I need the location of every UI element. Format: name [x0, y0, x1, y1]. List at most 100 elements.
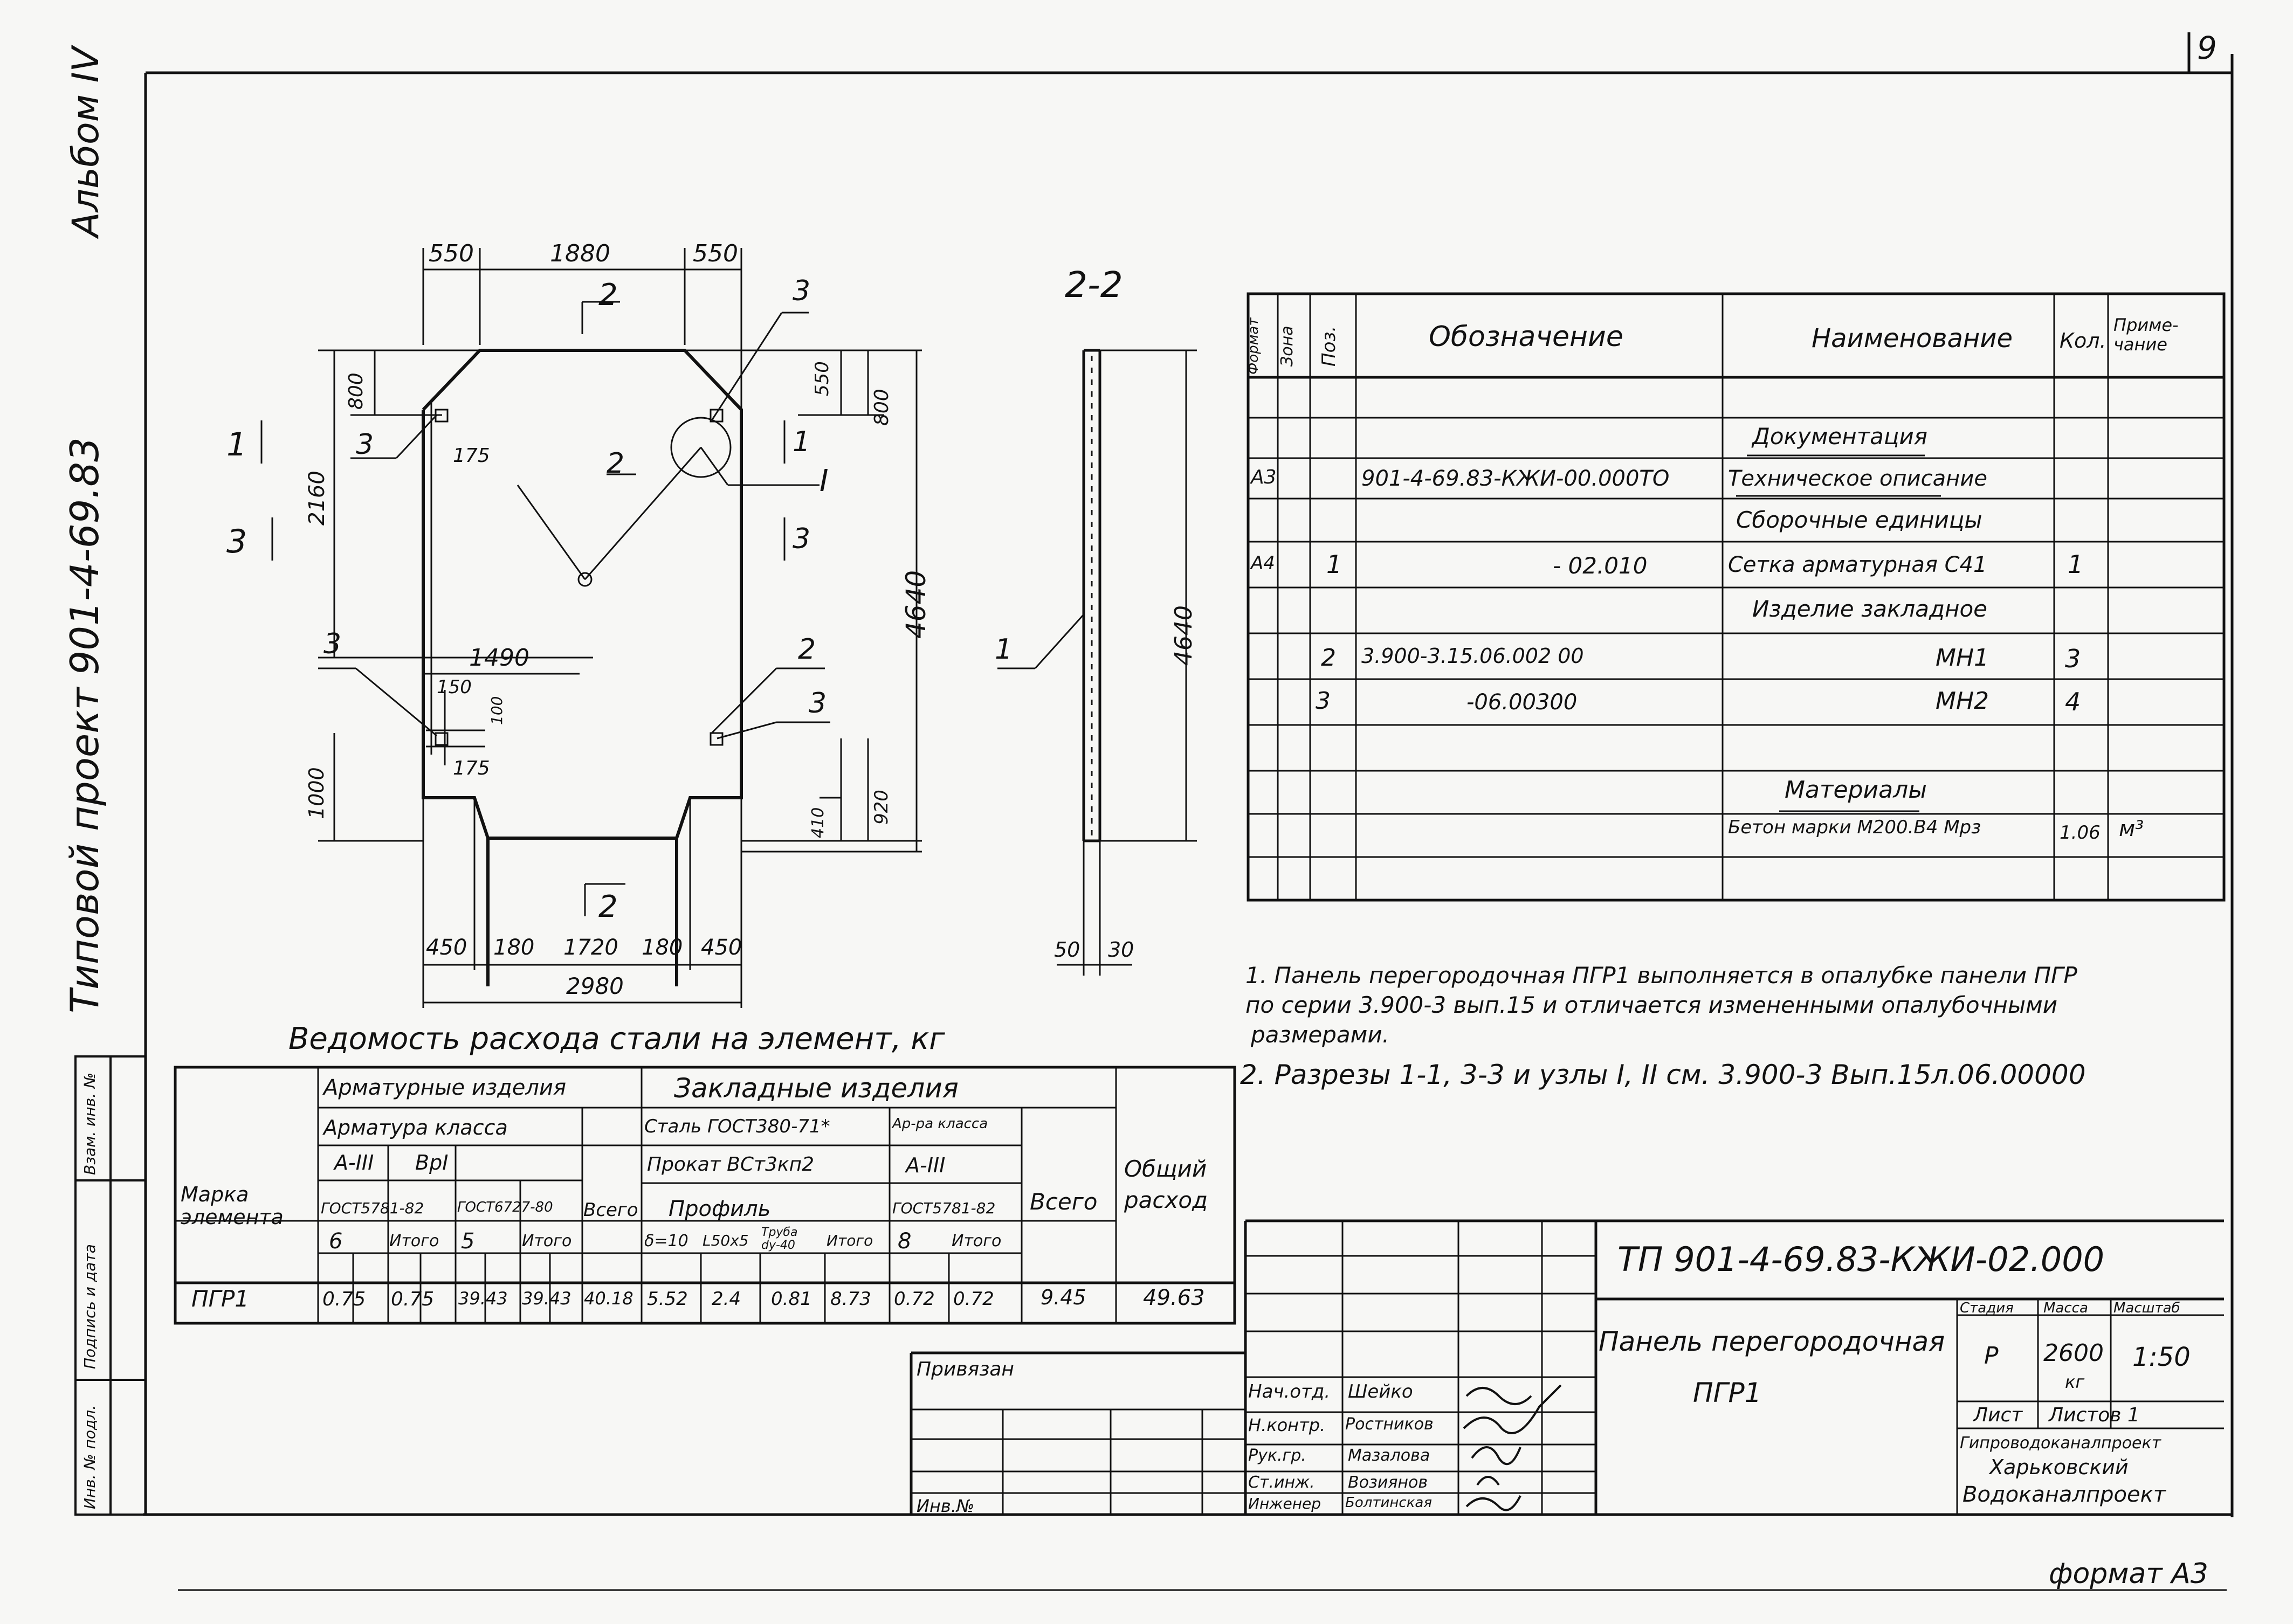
steel-sub-truba: Труба dу-40: [761, 1226, 798, 1252]
steel-h-gost2: ГОСТ6727-80: [457, 1199, 553, 1215]
scale-label: Масштаб: [2113, 1300, 2180, 1316]
section-mark-1-left: 1: [226, 426, 247, 464]
note-line-1: 1. Панель перегородочная ПГР1 выполняетс…: [1245, 962, 2077, 989]
spec-header-designation: Обозначение: [1429, 321, 1623, 353]
leader-2-lower-right: 2: [798, 633, 816, 666]
section-title: 2-2: [1065, 264, 1123, 306]
steel-sub-8: 8: [898, 1229, 912, 1254]
section-dim-30: 30: [1108, 938, 1134, 962]
dim-bottom-450-right: 450: [701, 935, 742, 960]
dim-100: 100: [488, 696, 506, 725]
steel-h-gost3: ГОСТ5781-82: [892, 1199, 996, 1217]
doc-name-line1: Панель перегородочная: [1599, 1326, 1945, 1357]
section-mark-2-bottom: 2: [598, 889, 618, 924]
spec-row-mesh-pos: 1: [1326, 550, 1342, 579]
role-2-name: Ростников: [1345, 1415, 1434, 1434]
dim-175-lower: 175: [453, 757, 490, 779]
leader-3-upper-left: 3: [356, 429, 374, 461]
spec-row-mn2-qty: 4: [2065, 687, 2081, 716]
sheets-label: Листов 1: [2049, 1404, 2140, 1426]
section-mark-3-left: 3: [226, 523, 247, 561]
spec-row-mn1-name: МН1: [1936, 644, 1989, 672]
doc-code: ТП 901-4-69.83-КЖИ-02.000: [1617, 1240, 2105, 1279]
stage-label: Стадия: [1960, 1300, 2014, 1316]
role-3-name: Мазалова: [1348, 1446, 1430, 1465]
steel-h-vsego1: Всего: [583, 1199, 638, 1221]
dim-left-upper: 2160: [305, 471, 329, 526]
spec-header-note: Приме-чание: [2113, 315, 2179, 355]
dim-550-right: 550: [811, 361, 833, 396]
spec-row-mesh-name: Сетка арматурная С41: [1728, 552, 1987, 577]
spec-row-materials-name: Материалы: [1785, 776, 1927, 804]
stamp-inv-cell: Инв. № подл.: [81, 1405, 99, 1509]
steel-h-A3b: А-III: [906, 1153, 946, 1177]
steel-h-steel: Сталь ГОСТ380-71*: [644, 1116, 830, 1137]
steel-val-vsego1: 40.18: [584, 1288, 633, 1309]
section-mark-3-right: 3: [793, 523, 811, 555]
steel-val-itogo1: 0.75: [391, 1288, 435, 1310]
dim-total-width: 2980: [566, 973, 624, 999]
role-5-name: Болтинская: [1345, 1495, 1432, 1511]
spec-header-name: Наименование: [1812, 323, 2013, 354]
spec-row-doc-name: Документация: [1752, 423, 1928, 450]
steel-val-5: 39.43: [458, 1288, 508, 1309]
steel-sub-itogo4: Итого: [952, 1232, 1002, 1250]
project-label: Типовой проект 901-4-69.83: [62, 437, 107, 1013]
steel-val-itogo2: 39.43: [522, 1288, 571, 1309]
spec-row-mn2-pos: 3: [1316, 687, 1331, 715]
role-3: Рук.гр.: [1248, 1446, 1306, 1465]
dim-800-left: 800: [345, 372, 367, 410]
privyazan-label: Привязан: [917, 1358, 1014, 1380]
steel-val-truba: 0.81: [771, 1288, 812, 1310]
steel-h-gost1: ГОСТ5781-82: [321, 1199, 424, 1217]
mass-value: 2600: [2043, 1339, 2104, 1367]
leader-3-upper-right: 3: [793, 275, 811, 307]
dim-top-1880: 1880: [550, 240, 610, 267]
steel-val-d10: 5.52: [647, 1288, 688, 1310]
steel-val-6: 0.75: [322, 1288, 366, 1310]
steel-h-profil: Профиль: [669, 1197, 771, 1221]
spec-row-mesh-designation: - 02.010: [1553, 552, 1648, 579]
stamp-replace-cell: Взам. инв. №: [81, 1072, 99, 1175]
steel-h-prokat: Прокат ВСт3кп2: [647, 1153, 815, 1176]
steel-h-arm: Арматурные изделия: [323, 1075, 567, 1100]
spec-row-to-format: А3: [1251, 466, 1277, 488]
dim-175-upper: 175: [453, 445, 490, 467]
steel-sub-d10: δ=10: [644, 1232, 688, 1250]
section-dim-50: 50: [1054, 938, 1080, 962]
format-label: формат А3: [2049, 1558, 2208, 1590]
steel-sub-itogo2: Итого: [522, 1232, 572, 1250]
steel-h-total-common: Общий расход: [1124, 1156, 1208, 1213]
steel-h-A3: А-III: [334, 1151, 374, 1174]
doc-name-line2: ПГР1: [1693, 1377, 1762, 1408]
dim-height-total: 4640: [900, 570, 932, 639]
role-1-name: Шейко: [1348, 1381, 1413, 1402]
steel-val-total: 49.63: [1143, 1286, 1205, 1310]
steel-h-mark: Марка элемента: [181, 1183, 284, 1229]
spec-row-mn1-designation: 3.900-3.15.06.002 00: [1361, 644, 1584, 668]
steel-sub-6: 6: [329, 1229, 343, 1254]
dim-1490: 1490: [469, 644, 529, 672]
steel-val-L50: 2.4: [712, 1288, 741, 1310]
section-leader-1: 1: [995, 633, 1013, 666]
dim-bottom-450-left: 450: [426, 935, 467, 960]
steel-sub-5: 5: [461, 1229, 475, 1254]
steel-val-itogo3: 8.73: [830, 1288, 871, 1310]
steel-val-8: 0.72: [894, 1288, 935, 1310]
spec-row-concrete-qty: 1.06: [2060, 822, 2101, 844]
spec-row-concrete-name: Бетон марки М200.В4 Мрз: [1728, 817, 1981, 838]
note-line-2: по серии 3.900-3 вып.15 и отличается изм…: [1245, 992, 2058, 1018]
dim-150: 150: [437, 676, 472, 698]
section-mark-2-top: 2: [598, 278, 618, 313]
leader-3-lower-right: 3: [809, 687, 827, 720]
spec-row-concrete-note: м³: [2119, 817, 2144, 841]
spec-row-mn1-pos: 2: [1321, 644, 1336, 672]
steel-sub-L50: L50x5: [703, 1232, 749, 1249]
steel-row-mark: ПГР1: [191, 1286, 250, 1312]
steel-h-arm-class: Арматура класса: [323, 1116, 508, 1139]
dim-bottom-180-left: 180: [493, 935, 535, 960]
dim-410: 410: [809, 807, 828, 838]
role-1: Нач.отд.: [1248, 1381, 1331, 1402]
steel-h-Bp1: ВрI: [415, 1151, 449, 1174]
